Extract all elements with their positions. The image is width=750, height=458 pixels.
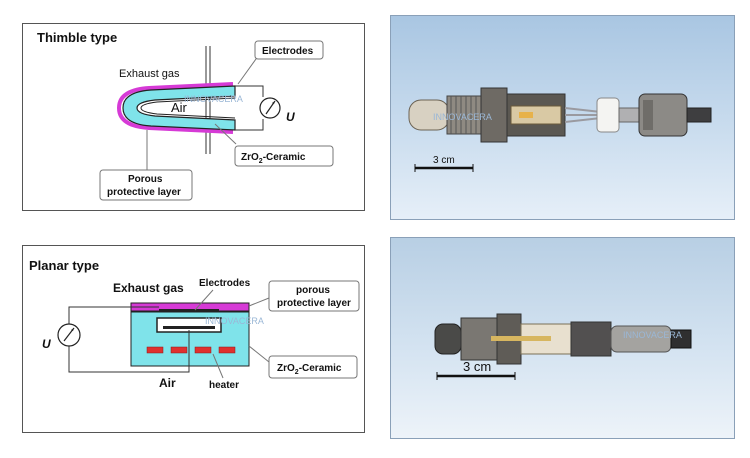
sensor-cable [686,107,712,123]
planar-u-label: U [42,337,51,351]
planar-sensor-cable [670,329,692,349]
thimble-photo-watermark: INNOVACERA [433,112,492,122]
thimble-zro2-pointer [214,123,237,145]
thimble-air-label: Air [171,100,188,115]
planar-electrodes-pointer [194,289,214,311]
planar-porous-pointer [248,297,270,307]
sensor-thread-lines [450,96,477,134]
thimble-scale-label: 3 cm [433,155,455,166]
planar-zro2-label: ZrO2-Ceramic [277,363,342,376]
sensor-hex-nut [480,87,508,143]
planar-sensor-illustration: INNOVACERA 3 cm [434,313,692,380]
planar-title: Planar type [29,258,99,273]
planar-diagram: Planar type U Exhaust gas Electrodes INN… [29,258,360,391]
sensor-connector [618,107,642,123]
thimble-wire-bottom [235,119,264,131]
planar-heater-strip-3 [194,346,212,354]
planar-air-label: Air [159,376,176,390]
planar-voltmeter-arrow [71,328,74,331]
planar-porous-label-2: protective layer [277,298,351,309]
thimble-zro2-callout [234,145,334,167]
sensor-element [519,112,533,118]
planar-heater-strip-1 [146,346,164,354]
thimble-porous-label-2: protective layer [107,187,181,198]
thimble-electrodes-label: Electrodes [262,46,314,57]
planar-sensor-element [491,336,551,341]
thimble-sensor-photo: INNOVACERA 3 cm [390,15,735,220]
planar-heater-strip-4 [218,346,236,354]
thimble-porous-label-1: Porous [128,174,163,185]
planar-top-electrode [159,309,219,313]
sensor-rear-ring [643,100,653,130]
sensor-thread [446,95,482,135]
planar-sensor-photo: INNOVACERA 3 cm [390,237,735,439]
planar-heater-label: heater [209,380,239,391]
planar-photo-watermark: INNOVACERA [623,330,682,340]
planar-sensor-rear-housing [570,321,612,357]
planar-electrodes-label: Electrodes [199,278,251,289]
planar-heater-strip-2 [170,346,188,354]
planar-bottom-electrode [163,326,215,329]
thimble-inner-electrode [140,97,236,119]
planar-zro2-pointer [248,345,270,363]
sensor-wires [564,107,602,123]
thimble-type-panel: Thimble type U Exhaust gas Air INNOVACER… [22,23,365,211]
thimble-zro2-label: ZrO2-Ceramic [241,152,306,165]
thimble-u-label: U [286,110,295,124]
thimble-title: Thimble type [37,30,117,45]
thimble-exhaust-gas-label: Exhaust gas [119,68,180,80]
planar-scale-label: 3 cm [463,359,491,374]
thimble-electrodes-callout [254,40,324,60]
thimble-sensor-illustration: INNOVACERA 3 cm [408,87,712,172]
planar-heater-pointer [212,353,224,379]
planar-sensor-tip [434,323,462,355]
planar-porous-callout [268,280,360,312]
thimble-voltmeter-arrow [272,101,275,104]
thimble-diagram: Thimble type U Exhaust gas Air INNOVACER… [37,30,334,201]
planar-porous-label-1: porous [296,285,330,296]
sensor-ceramic-insert [510,105,562,125]
thimble-watermark: INNOVACERA [184,94,243,104]
thimble-ceramic-body [122,85,236,131]
planar-wire-top [68,306,159,324]
thimble-porous-callout [99,169,193,201]
thimble-wire-top [235,85,264,97]
planar-type-panel: Planar type U Exhaust gas Electrodes INN… [22,245,365,433]
sensor-insulator [596,97,620,133]
planar-wire-bottom [68,330,190,373]
planar-watermark: INNOVACERA [205,316,264,326]
planar-zro2-callout [268,355,358,379]
planar-exhaust-gas-label: Exhaust gas [113,281,184,295]
thimble-porous-layer [116,82,234,134]
